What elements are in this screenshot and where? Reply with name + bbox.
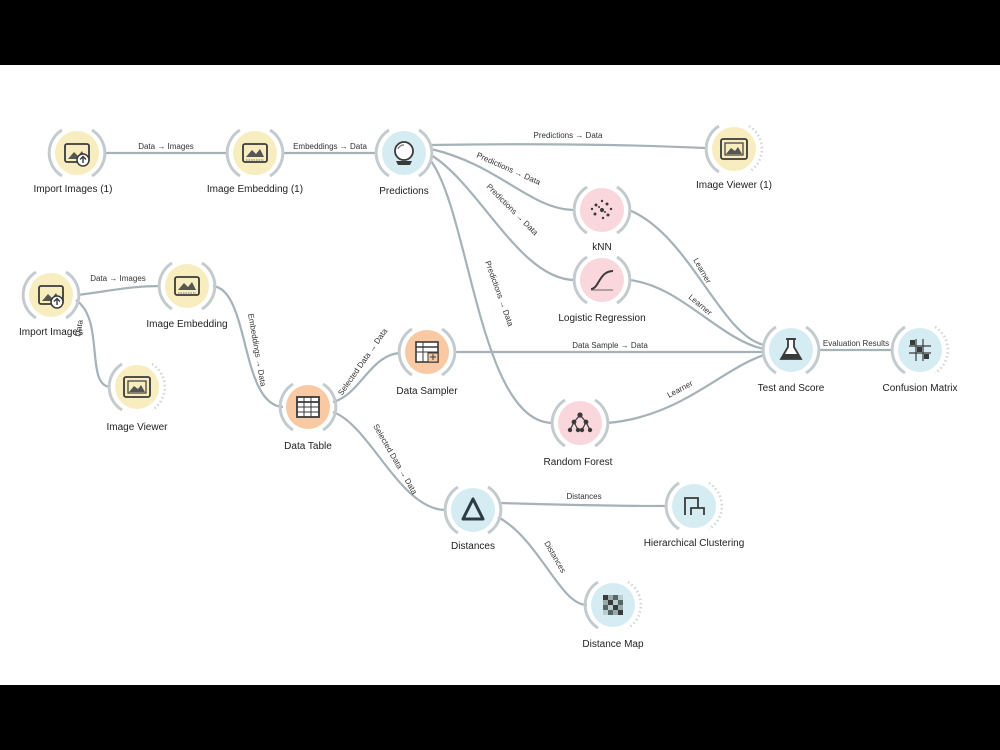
delta-icon [461,497,485,521]
node-predictions[interactable] [374,128,434,178]
link-predictions-to-random-forest[interactable] [430,160,554,425]
node-label: Random Forest [544,457,613,468]
tree-icon [567,412,593,433]
node-confusion-matrix[interactable] [890,325,950,375]
node-distances[interactable] [443,485,503,535]
crystal-ball-icon [394,141,414,165]
link-predictions-to-image-viewer-1[interactable] [430,143,706,150]
flask-icon [779,338,803,360]
node-hierarchical-clustering[interactable] [664,481,724,531]
node-label: Image Embedding (1) [207,184,303,195]
node-label: Logistic Regression [558,313,645,324]
link-label: Distances [542,540,567,575]
link-distances-to-hierarchical-clustering[interactable] [499,501,668,508]
link-predictions-to-logistic-regression[interactable] [430,154,576,282]
link-image-embedding-to-data-table[interactable] [212,284,284,409]
link-label: Selected Data → Data [371,423,419,497]
sigmoid-curve-icon [590,270,614,291]
import-images-icon [38,285,64,309]
link-import-images-to-image-embedding[interactable] [77,284,161,297]
node-label: Image Viewer [107,422,169,433]
table-icon [296,396,320,418]
node-knn[interactable] [572,185,632,235]
node-label: Distances [451,541,495,552]
link-label: Predictions → Data [534,131,603,140]
node-data-sampler[interactable] [397,327,457,377]
node-image-embedding[interactable] [157,261,217,311]
image-embedding-icon [174,276,200,296]
link-data-table-to-data-sampler[interactable] [332,351,401,404]
link-random-forest-to-test-and-score[interactable] [606,353,765,425]
node-logistic-regression[interactable] [572,255,632,305]
node-label: kNN [592,242,611,253]
dendrogram-icon [684,497,705,515]
node-image-viewer-1[interactable] [704,124,764,174]
node-image-embedding-1[interactable] [225,128,285,178]
link-knn-to-test-and-score[interactable] [628,208,765,347]
node-distance-map[interactable] [583,580,643,630]
node-import-images-1[interactable] [47,128,107,178]
node-label: Data Table [284,441,332,452]
knn-icon [590,199,613,220]
workflow-canvas[interactable]: Data → Images Embeddings → Data Predicti… [0,65,1000,685]
node-label: Image Embedding [146,319,227,330]
distance-map-icon [603,595,623,615]
node-image-viewer[interactable] [107,362,167,412]
link-label: Data → Images [90,274,146,283]
node-label: Hierarchical Clustering [644,538,745,549]
link-label: Data → Images [138,142,194,151]
link-label: Selected Data → Data [336,326,389,397]
node-random-forest[interactable] [550,398,610,448]
image-viewer-icon [720,138,748,160]
node-label: Image Viewer (1) [696,180,772,191]
link-label: Evaluation Results [823,339,889,348]
node-import-images[interactable] [21,270,81,320]
node-label: Test and Score [758,383,825,394]
link-label: Data Sample → Data [572,341,648,350]
image-embedding-icon [242,143,268,163]
workflow-diagram: Data → Images Embeddings → Data Predicti… [19,124,958,650]
node-label: Import Images [19,327,83,338]
node-label: Predictions [379,186,428,197]
links [75,143,893,607]
node-label: Confusion Matrix [882,383,957,394]
link-logistic-regression-to-test-and-score[interactable] [628,278,765,351]
node-label: Import Images (1) [34,184,113,195]
node-label: Data Sampler [396,386,458,397]
link-label: Data [73,319,85,338]
data-sampler-icon [415,341,439,363]
link-label: Predictions → Data [485,182,540,237]
image-viewer-icon [123,376,151,398]
link-predictions-to-knn[interactable] [430,147,576,212]
link-data-table-to-distances[interactable] [332,410,447,512]
node-label: Distance Map [582,639,644,650]
link-label: Predictions → Data [483,260,515,328]
link-import-images-to-image-viewer[interactable] [75,299,111,389]
node-data-table[interactable] [278,382,338,432]
matrix-icon [909,339,931,361]
link-label: Distances [566,492,601,501]
import-images-icon [64,143,90,167]
link-label: Embeddings → Data [293,142,367,151]
link-distances-to-distance-map[interactable] [497,516,588,607]
link-label: Embeddings → Data [246,313,268,388]
node-test-and-score[interactable] [761,325,821,375]
